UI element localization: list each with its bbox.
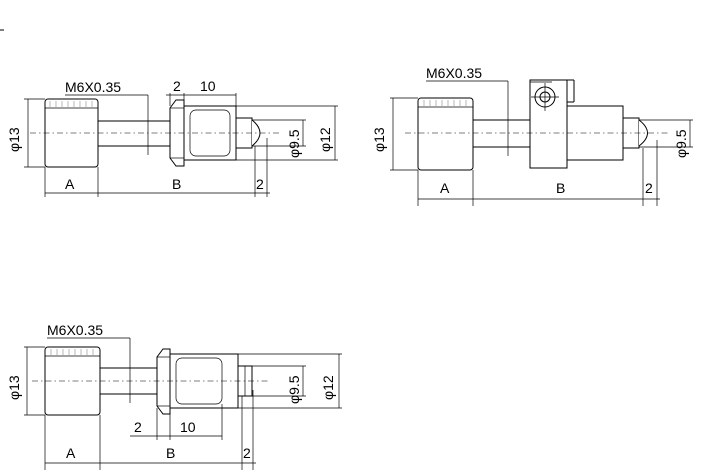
dia-plunger-label: φ9.5: [673, 129, 689, 158]
dia-knob-dim: φ13: [6, 346, 45, 416]
thread-callout: M6X0.35: [426, 65, 509, 112]
thread-label: M6X0.35: [65, 79, 121, 95]
dim-a-label: A: [66, 445, 76, 461]
bottom-dims: A B 2: [44, 138, 270, 197]
dim-b-label: B: [166, 445, 175, 461]
dia-knob-label: φ13: [6, 127, 22, 152]
mid-dims: 2 10: [130, 404, 223, 440]
dim-b-label: B: [556, 180, 565, 196]
thread-label: M6X0.35: [426, 65, 482, 81]
shaft: [473, 112, 530, 156]
knob: [417, 97, 474, 171]
thread-label: M6X0.35: [47, 322, 103, 338]
mounting-bracket: [529, 79, 575, 169]
dim-tip-label: 2: [645, 180, 653, 196]
view-bottom-left: M6X0.35 φ13 φ9.5 φ12 2 10: [6, 322, 342, 470]
hex-nut: [156, 348, 171, 415]
hex-nut: [169, 99, 185, 167]
dim-tip-label: 2: [256, 176, 264, 192]
dia-body-label: φ12: [320, 375, 336, 400]
bottom-dims: A B 2: [44, 390, 256, 470]
dia-knob-dim: φ13: [6, 98, 45, 168]
dia-knob-label: φ13: [371, 127, 387, 152]
dia-body-label: φ12: [317, 127, 333, 152]
dim-a-label: A: [440, 180, 450, 196]
view-top-left: M6X0.35 2 10 φ13 φ9.5: [6, 78, 338, 197]
dim-10: 10: [200, 78, 216, 94]
dim-2: 2: [134, 419, 142, 435]
dim-tip-label: 2: [243, 445, 251, 461]
dia-right-dims: φ9.5 φ12: [236, 105, 338, 161]
dia-plunger-label: φ9.5: [286, 129, 302, 158]
bottom-dims: A B 2: [417, 140, 660, 206]
dia-knob-label: φ13: [6, 375, 22, 400]
dim-10: 10: [180, 419, 196, 435]
dim-b-label: B: [172, 176, 181, 192]
dia-plunger-label: φ9.5: [286, 375, 302, 404]
view-top-right: M6X0.35 φ13 φ9.5 A B 2: [371, 65, 693, 206]
thread-callout: M6X0.35: [47, 322, 131, 360]
shaft: [100, 360, 157, 403]
dim-a-label: A: [65, 176, 75, 192]
shaft: [98, 112, 170, 155]
thread-callout: M6X0.35: [65, 79, 149, 112]
dim-2: 2: [173, 78, 181, 94]
dia-right-dims: φ9.5: [639, 119, 693, 158]
top-dims: 2 10: [166, 78, 237, 106]
dia-right-dims: φ9.5 φ12: [238, 353, 342, 409]
dia-knob-dim: φ13: [371, 97, 418, 171]
